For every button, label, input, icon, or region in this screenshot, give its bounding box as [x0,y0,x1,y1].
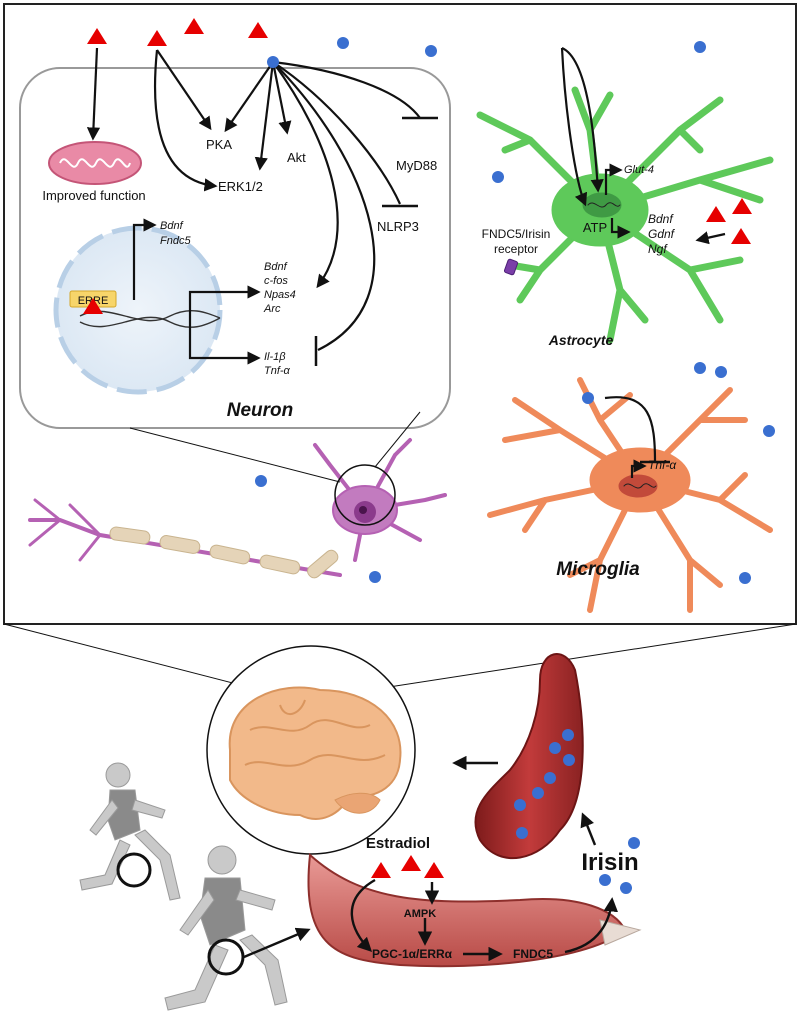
runner-figures [79,762,288,1011]
estradiol-triangles-bottom [371,855,444,878]
astrocyte-title: Astrocyte [548,332,614,348]
microglia-title: Microglia [556,559,640,580]
ampk-label: AMPK [404,908,436,920]
astro-gene-2: Ngf [648,242,668,256]
microglia-gene: Tnf-α [648,458,677,472]
knee-circle-1 [116,852,152,888]
gene-top-1: Fndc5 [160,235,191,247]
glut4-label: Glut-4 [624,164,654,176]
gene-bottom-1: Tnf-α [264,365,291,377]
estradiol-label: Estradiol [366,835,430,852]
gene-mid-1: c-fos [264,275,288,287]
pathway-arrows [86,46,726,478]
irisin-dots-bottom [599,837,640,894]
bottom-arrows [243,755,619,962]
brain-icon [206,645,416,855]
akt-label: Akt [287,150,306,165]
astro-gene-0: Bdnf [648,212,674,226]
knee-circle-2 [207,938,245,976]
gene-bottom-0: Il-1β [264,351,286,363]
erk-label: ERK1/2 [218,179,263,194]
nlrp3-label: NLRP3 [377,219,419,234]
myd88-label: MyD88 [396,158,437,173]
dna-strand [79,309,221,328]
irisin-dots-top [255,37,775,584]
gene-mid-0: Bdnf [264,261,288,273]
irisin-label: Irisin [581,849,638,876]
gene-mid-2: Npas4 [264,289,296,301]
muscle-icon [307,852,642,968]
mitochondrion-icon [48,141,142,185]
astro-gene-1: Gdnf [648,227,676,241]
estradiol-triangles-top [83,18,752,314]
fndc5-label: FNDC5 [513,947,553,961]
pgc-label: PGC-1α/ERRα [372,947,453,961]
neuron-cell [28,438,447,579]
improved-function-label: Improved function [42,188,145,203]
blood-vessel [474,653,584,859]
nucleus [53,225,223,395]
pka-label: PKA [206,137,232,152]
receptor-label-line1: FNDC5/Irisin [482,227,551,241]
atp-label: ATP [583,220,607,235]
microglia-cell [487,377,773,613]
gene-mid-3: Arc [263,303,281,315]
gene-top-0: Bdnf [160,220,184,232]
receptor-label-line2: receptor [494,242,538,256]
neuron-title: Neuron [227,400,294,421]
